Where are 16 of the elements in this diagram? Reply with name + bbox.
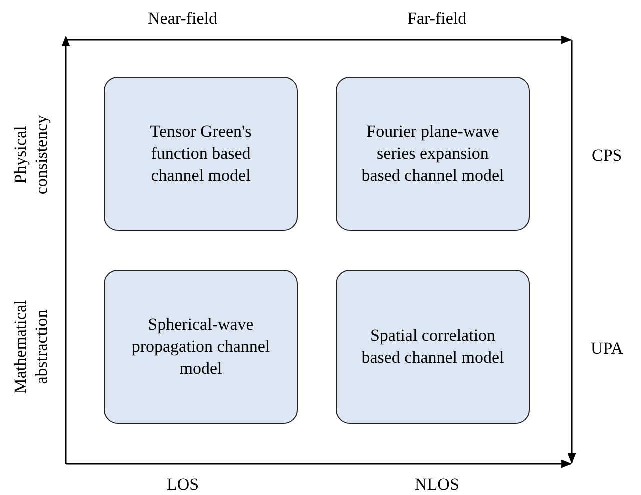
model-name: Tensor Green's function based channel model — [149, 121, 253, 187]
model-name: Spherical-wave propagation channel model — [130, 314, 272, 380]
model-name: Fourier plane-wave series expansion based channel model — [360, 121, 506, 187]
axis-label: Near-field — [148, 8, 218, 28]
model-name: Spatial correlation based channel model — [360, 325, 506, 369]
model-box — [336, 270, 530, 424]
model-box — [104, 270, 298, 424]
axis-label: CPS — [592, 144, 622, 166]
model-box — [104, 77, 298, 231]
axis-label: Far-field — [408, 8, 467, 28]
model-box — [336, 77, 530, 231]
axis-label: Mathematical abstraction — [10, 299, 52, 396]
axis-label: NLOS — [415, 474, 460, 494]
axis-label: UPA — [591, 338, 624, 358]
axis-label: Physical consistency — [10, 114, 52, 197]
axis-label: LOS — [167, 474, 200, 494]
